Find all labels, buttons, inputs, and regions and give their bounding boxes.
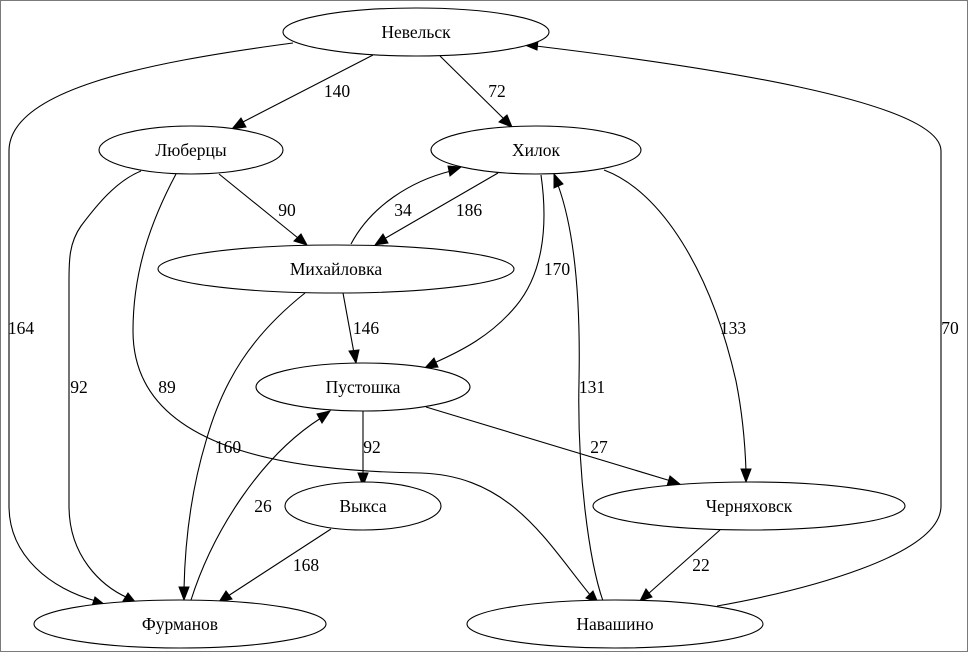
node-label: Навашино	[576, 614, 653, 634]
edge-label: 170	[544, 259, 571, 279]
edge-navashino-khilok: 131	[553, 172, 605, 602]
node-label: Фурманов	[142, 614, 218, 634]
node-lyubertsy: Люберцы	[98, 125, 284, 175]
edge-label: 89	[158, 377, 176, 397]
node-label: Михайловка	[290, 259, 383, 279]
edge-chernyakhovsk-navashino: 22	[639, 529, 721, 602]
edge-label: 133	[720, 318, 747, 338]
node-nevelsk: Невельск	[282, 7, 550, 57]
node-chernyakhovsk: Черняховск	[592, 481, 906, 531]
edge-pustoshka-chernyakhovsk: 27	[425, 406, 683, 487]
edge-label: 186	[456, 200, 483, 220]
node-furmanov: Фурманов	[33, 599, 327, 649]
node-mikhaylovka: Михайловка	[157, 244, 515, 294]
edge-label: 160	[215, 437, 242, 457]
edge-khilok-mikhaylovka: 186	[373, 172, 499, 246]
edge-lyubertsy-mikhaylovka: 90	[218, 173, 309, 246]
edge-label: 168	[293, 555, 320, 575]
node-label: Невельск	[381, 22, 451, 42]
node-vyksa: Выкса	[284, 481, 442, 531]
edge-nevelsk-khilok: 72	[439, 55, 513, 128]
edge-mikhaylovka-khilok: 34	[350, 165, 463, 245]
edge-label: 70	[941, 318, 959, 338]
edge-label: 140	[324, 81, 351, 101]
node-label: Черняховск	[706, 496, 793, 516]
edge-label: 34	[394, 200, 412, 220]
edge-label: 27	[590, 437, 608, 457]
edge-khilok-chernyakhovsk: 133	[603, 169, 752, 484]
edge-khilok-pustoshka: 170	[423, 174, 571, 369]
edge-label: 72	[488, 81, 506, 101]
edge-lyubertsy-furmanov: 92	[68, 170, 142, 604]
edge-nevelsk-lyubertsy: 140	[230, 54, 374, 130]
edge-label: 146	[353, 318, 380, 338]
edge-label: 164	[8, 318, 35, 338]
edge-label: 92	[363, 437, 381, 457]
edge-pustoshka-vyksa: 92	[357, 411, 381, 488]
edge-vyksa-furmanov: 168	[217, 528, 332, 603]
edge-label: 90	[278, 200, 296, 220]
node-pustoshka: Пустошка	[255, 362, 471, 412]
edge-mikhaylovka-pustoshka: 146	[342, 292, 380, 365]
node-label: Люберцы	[155, 140, 226, 160]
edge-mikhaylovka-furmanov: 160	[178, 292, 306, 602]
edge-furmanov-pustoshka: 26	[190, 410, 332, 601]
node-khilok: Хилок	[430, 125, 642, 175]
edge-nevelsk-furmanov: 164	[8, 42, 294, 607]
node-navashino: Навашино	[466, 599, 764, 649]
node-label: Выкса	[339, 496, 386, 516]
node-label: Хилок	[512, 140, 560, 160]
edge-label: 131	[579, 377, 605, 397]
edge-label: 92	[70, 377, 88, 397]
edge-label: 22	[692, 555, 710, 575]
node-label: Пустошка	[326, 377, 401, 397]
edge-label: 26	[254, 496, 272, 516]
